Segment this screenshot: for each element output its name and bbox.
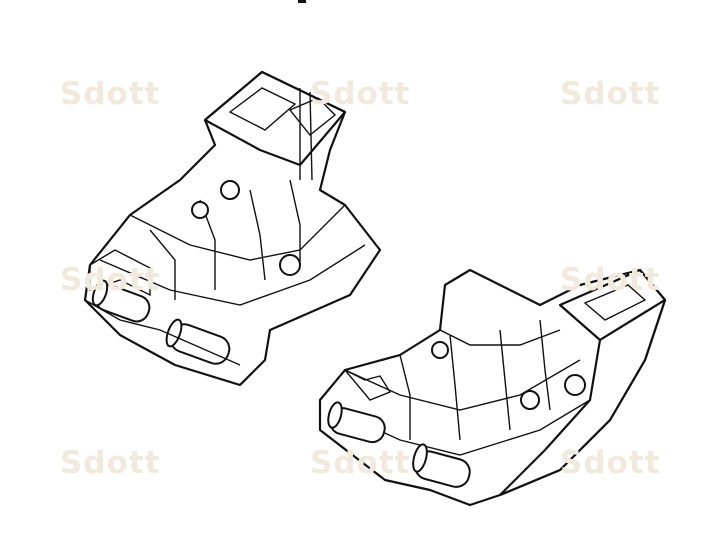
roller-assembly-left [83, 70, 382, 387]
edge-mark [298, 0, 306, 3]
roller-assembly-right [318, 268, 667, 507]
